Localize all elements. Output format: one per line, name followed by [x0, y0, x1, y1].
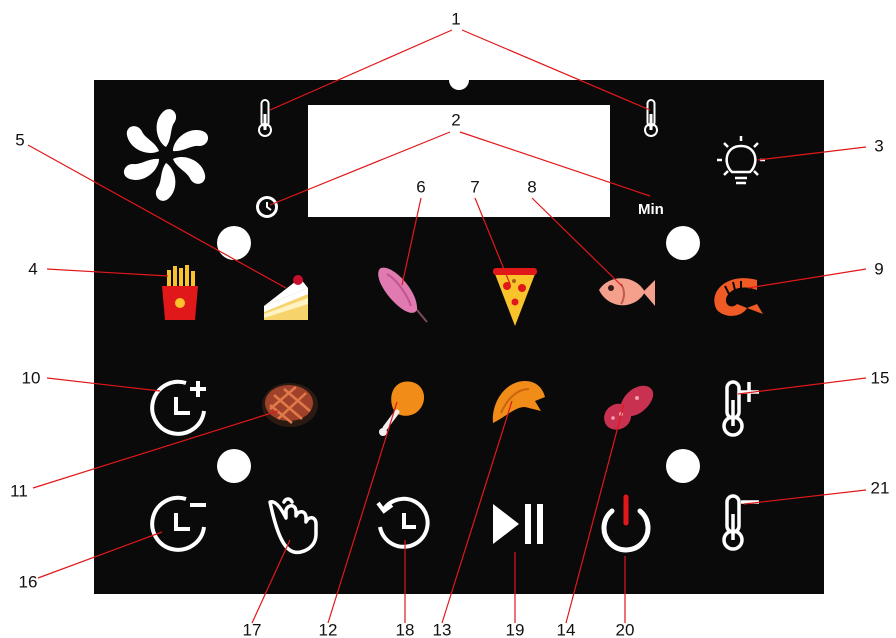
callout-number: 9: [874, 260, 883, 279]
callout-number: 12: [319, 621, 338, 638]
panel-notch: [449, 80, 469, 90]
leader-line: [565, 403, 625, 624]
display-unit-label: Min: [638, 201, 664, 218]
clock-icon: [256, 196, 278, 218]
callout-number: 10: [22, 369, 41, 388]
callout-number: 13: [433, 621, 452, 638]
leader-line: [441, 400, 513, 624]
callout-number: 3: [874, 137, 883, 156]
fish-icon[interactable]: [599, 278, 655, 306]
callout-number: 8: [527, 178, 536, 197]
callout-number: 2: [451, 111, 460, 130]
thermometer-icon: [258, 99, 272, 137]
leader-line: [757, 146, 867, 161]
temperature-minus-icon[interactable]: [722, 494, 759, 551]
callout-number: 6: [416, 178, 425, 197]
leader-line: [461, 29, 651, 111]
play-pause-icon[interactable]: [493, 504, 543, 544]
leader-line: [27, 144, 287, 289]
leader-line: [46, 268, 169, 277]
callout-numbers: 1 2 3 4 5 6 7 8 9 10 11 12 13 14 15 16 1…: [10, 10, 889, 638]
fan-icon: [123, 109, 209, 201]
leader-line: [401, 197, 422, 286]
leader-line: [743, 489, 867, 505]
leader-line: [251, 539, 291, 624]
leader-line: [474, 197, 511, 285]
steak-icon[interactable]: [262, 383, 318, 427]
timer-minus-icon[interactable]: [150, 495, 206, 552]
shrimp-icon[interactable]: [714, 278, 763, 316]
indicator-light: [217, 449, 251, 483]
cake-icon[interactable]: [264, 275, 308, 320]
chicken-wing-icon[interactable]: [492, 381, 545, 423]
indicator-light: [666, 226, 700, 260]
callout-number: 17: [243, 621, 262, 638]
leader-line: [459, 131, 651, 197]
callout-number: 11: [10, 482, 28, 501]
leader-line: [531, 197, 623, 287]
indicator-light: [666, 449, 700, 483]
leader-line: [37, 531, 163, 579]
leader-line: [46, 377, 161, 392]
callout-number: 14: [557, 621, 576, 638]
callout-number: 7: [470, 178, 479, 197]
callout-number: 15: [871, 369, 890, 388]
leader-line: [737, 377, 867, 395]
leader-line: [327, 401, 398, 624]
leader-line: [269, 131, 451, 206]
display-window: [308, 105, 610, 217]
sweet-potato-icon[interactable]: [378, 267, 428, 323]
leader-line: [747, 268, 867, 289]
sausage-icon[interactable]: [604, 385, 654, 430]
callout-number: 20: [616, 621, 635, 638]
callout-number: 16: [19, 573, 38, 592]
callout-number: 5: [15, 131, 24, 150]
leader-line: [32, 410, 279, 489]
light-bulb-icon[interactable]: [717, 136, 765, 185]
indicator-light: [217, 226, 251, 260]
thermometer-icon: [644, 99, 658, 137]
callout-number: 21: [871, 479, 890, 498]
callout-number: 18: [396, 621, 415, 638]
power-icon[interactable]: [601, 494, 651, 553]
callout-leaders: [27, 29, 867, 624]
french-fries-icon[interactable]: [162, 265, 198, 320]
leader-line: [269, 29, 453, 111]
temperature-plus-icon[interactable]: [722, 380, 759, 437]
timer-history-icon[interactable]: [376, 496, 430, 549]
hand-touch-icon[interactable]: [268, 497, 318, 555]
callout-number: 4: [28, 260, 37, 279]
timer-plus-icon[interactable]: [150, 379, 206, 436]
callout-number: 19: [506, 621, 525, 638]
callout-number: 1: [451, 10, 460, 29]
